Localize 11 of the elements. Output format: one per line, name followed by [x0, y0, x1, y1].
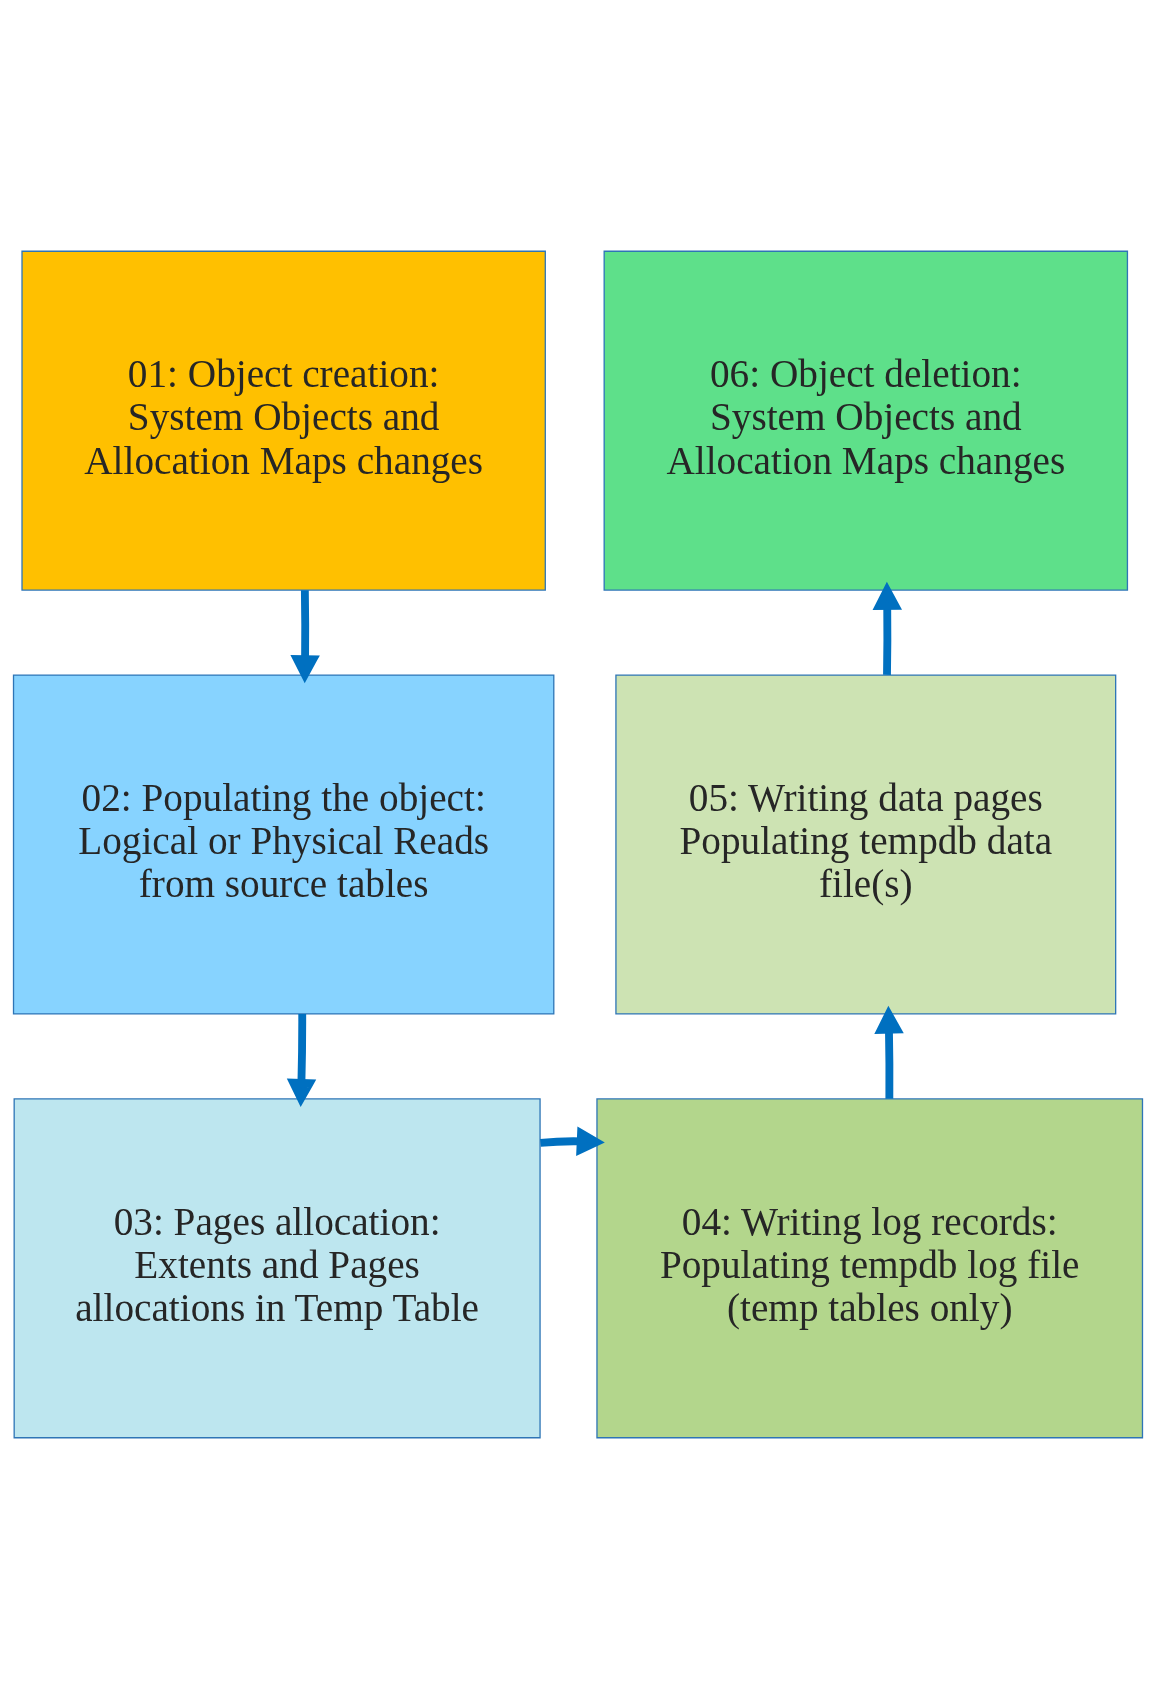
arrow [290, 589, 320, 683]
arrow [540, 1126, 605, 1156]
node-box: 03: Pages allocation: Extents and Pages allocations in Temp Table [13, 1097, 541, 1438]
node-box: 02: Populating the object: Logical or Physical Reads from source tables [12, 673, 555, 1015]
arrow [286, 1013, 317, 1107]
arrow [874, 1005, 904, 1099]
node-box: 04: Writing log records: Populating tempdb log file (temp tables only) [596, 1097, 1144, 1438]
node-box: 01: Object creation: System Objects and Allocation Maps changes [21, 250, 546, 591]
arrow [872, 581, 902, 675]
node-box: 06: Object deletion: System Objects and Allocation Maps changes [603, 250, 1129, 591]
node-box: 05: Writing data pages Populating tempdb data file(s) [615, 673, 1117, 1015]
